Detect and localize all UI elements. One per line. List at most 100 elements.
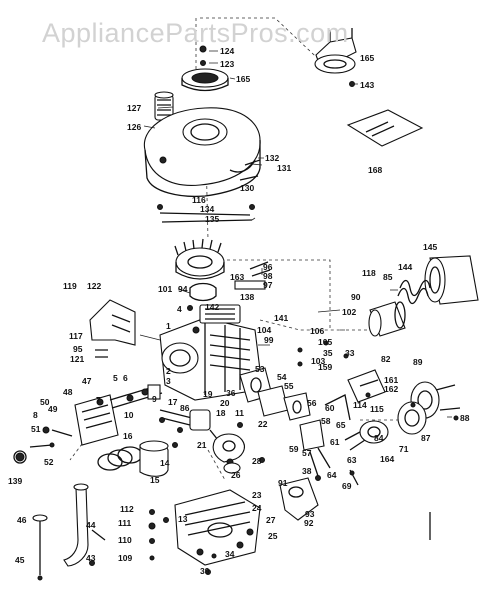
part-label-43: 43 [86, 553, 96, 563]
part-label-142: 142 [205, 302, 219, 312]
part-label-52: 52 [44, 457, 54, 467]
part-label-49: 49 [48, 404, 58, 414]
part-label-65: 65 [336, 420, 346, 430]
part-label-21: 21 [197, 440, 207, 450]
part-label-88: 88 [460, 413, 470, 423]
part-label-23: 23 [252, 490, 262, 500]
crankshaft-part [109, 384, 231, 456]
part-label-84: 84 [374, 433, 384, 443]
part-label-26: 26 [231, 470, 241, 480]
part-label-44: 44 [86, 520, 96, 530]
part-label-15: 15 [150, 475, 160, 485]
part-label-103: 103 [311, 356, 325, 366]
part-label-28: 28 [252, 456, 262, 466]
part-label-69: 69 [342, 481, 352, 491]
part-label-56: 56 [307, 398, 317, 408]
part-label-3: 3 [166, 376, 171, 386]
oil-sump-part [174, 489, 261, 575]
bracket-part [89, 299, 136, 358]
part-label-17: 17 [168, 397, 178, 407]
part-label-115: 115 [370, 404, 384, 414]
part-label-48: 48 [63, 387, 73, 397]
part-label-58: 58 [321, 416, 331, 426]
part-label-123: 123 [220, 59, 234, 69]
part-label-13: 13 [178, 514, 188, 524]
part-label-1: 1 [166, 321, 171, 331]
part-label-group: 1241231651651431271261681321311301161341… [8, 46, 470, 576]
carburetor-part [42, 394, 119, 446]
part-label-114: 114 [353, 400, 367, 410]
part-label-45: 45 [15, 555, 25, 565]
part-label-10: 10 [124, 410, 134, 420]
governor-bracket-part [347, 369, 386, 403]
part-label-126: 126 [127, 122, 141, 132]
muffler-part [424, 255, 479, 305]
part-label-110: 110 [118, 535, 132, 545]
part-label-82: 82 [381, 354, 391, 364]
part-label-161: 161 [384, 375, 398, 385]
part-label-6: 6 [123, 373, 128, 383]
part-label-25: 25 [268, 531, 278, 541]
part-label-64: 64 [327, 470, 337, 480]
part-label-138: 138 [240, 292, 254, 302]
part-label-89: 89 [413, 357, 423, 367]
engine-block-part [159, 304, 261, 401]
part-label-117: 117 [69, 331, 83, 341]
watermark: AppliancePartsPros.com [42, 18, 349, 48]
part-label-71: 71 [399, 444, 409, 454]
part-label-33: 33 [345, 348, 355, 358]
part-label-119: 119 [63, 281, 77, 291]
fastener-set-base [148, 509, 169, 561]
part-label-20: 20 [220, 398, 230, 408]
spring-part [397, 279, 431, 305]
piston-rings-part [97, 440, 169, 477]
part-label-159: 159 [318, 362, 332, 372]
part-label-86: 86 [180, 403, 190, 413]
part-label-111: 111 [118, 518, 132, 528]
part-label-98: 98 [263, 271, 273, 281]
part-label-104: 104 [257, 325, 271, 335]
flywheel-part [174, 238, 225, 280]
part-label-121: 121 [70, 354, 84, 364]
part-label-134: 134 [200, 204, 214, 214]
part-label-93: 93 [305, 509, 315, 519]
part-label-135: 135 [205, 214, 219, 224]
part-label-2: 2 [166, 366, 171, 376]
part-label-85: 85 [383, 272, 393, 282]
part-label-101: 101 [158, 284, 172, 294]
part-label-127: 127 [127, 103, 141, 113]
cylinder-head-part [239, 367, 311, 421]
part-label-116: 116 [192, 195, 206, 205]
part-label-130: 130 [240, 183, 254, 193]
part-label-124: 124 [220, 46, 234, 56]
part-label-94: 94 [178, 284, 188, 294]
part-label-55: 55 [284, 381, 294, 391]
part-label-36: 36 [226, 388, 236, 398]
part-label-34: 34 [225, 549, 235, 559]
part-label-118: 118 [362, 268, 376, 278]
part-label-143: 143 [360, 80, 374, 90]
part-label-145: 145 [423, 242, 437, 252]
part-label-99: 99 [264, 335, 274, 345]
part-label-63: 63 [347, 455, 357, 465]
oil-pump-part [344, 420, 389, 486]
part-label-46: 46 [17, 515, 27, 525]
part-label-54: 54 [277, 372, 287, 382]
part-label-163: 163 [230, 272, 244, 282]
part-label-141: 141 [274, 313, 288, 323]
part-label-109: 109 [118, 553, 132, 563]
part-label-91: 91 [278, 478, 288, 488]
part-label-5: 5 [113, 373, 118, 383]
part-label-51: 51 [31, 424, 41, 434]
part-label-50: 50 [40, 397, 50, 407]
sleeve-part [368, 301, 406, 337]
exhaust-elbow-part [279, 477, 319, 521]
part-label-132: 132 [265, 153, 279, 163]
pulley-part [397, 381, 461, 435]
part-label-164: 164 [380, 454, 394, 464]
part-label-8: 8 [33, 410, 38, 420]
part-label-95: 95 [73, 344, 83, 354]
part-label-102: 102 [342, 307, 356, 317]
gear-part [223, 462, 241, 474]
